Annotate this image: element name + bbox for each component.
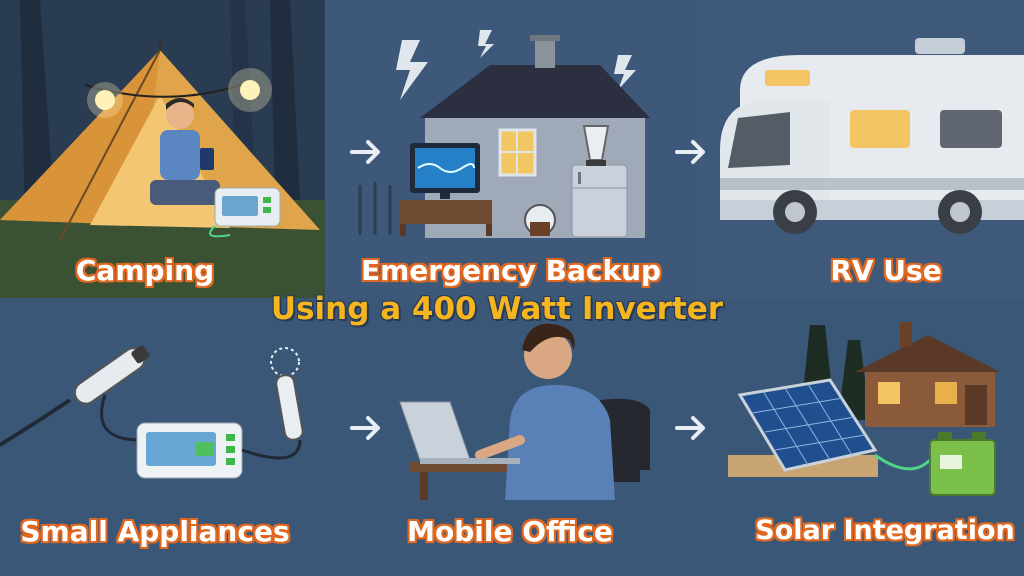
camping-label: Camping bbox=[75, 254, 215, 287]
rv-use-label: RV Use bbox=[830, 254, 942, 287]
laptop-worker-icon bbox=[399, 323, 650, 500]
emergency-backup-label: Emergency Backup bbox=[360, 254, 662, 287]
solar-panel-icon bbox=[728, 322, 1000, 496]
house-power-icon bbox=[358, 30, 650, 238]
small-appliances-label: Small Appliances bbox=[20, 515, 290, 548]
rv-motorhome-icon bbox=[720, 38, 1024, 234]
mobile-office-label: Mobile Office bbox=[407, 515, 613, 548]
arrow-icon bbox=[350, 140, 705, 164]
appliances-icon bbox=[0, 345, 304, 479]
solar-integration-label: Solar Integration bbox=[755, 515, 1015, 546]
arrow-icon bbox=[350, 416, 705, 440]
tent-camping-icon bbox=[0, 0, 325, 298]
diagram-title: Using a 400 Watt Inverter bbox=[270, 291, 724, 327]
